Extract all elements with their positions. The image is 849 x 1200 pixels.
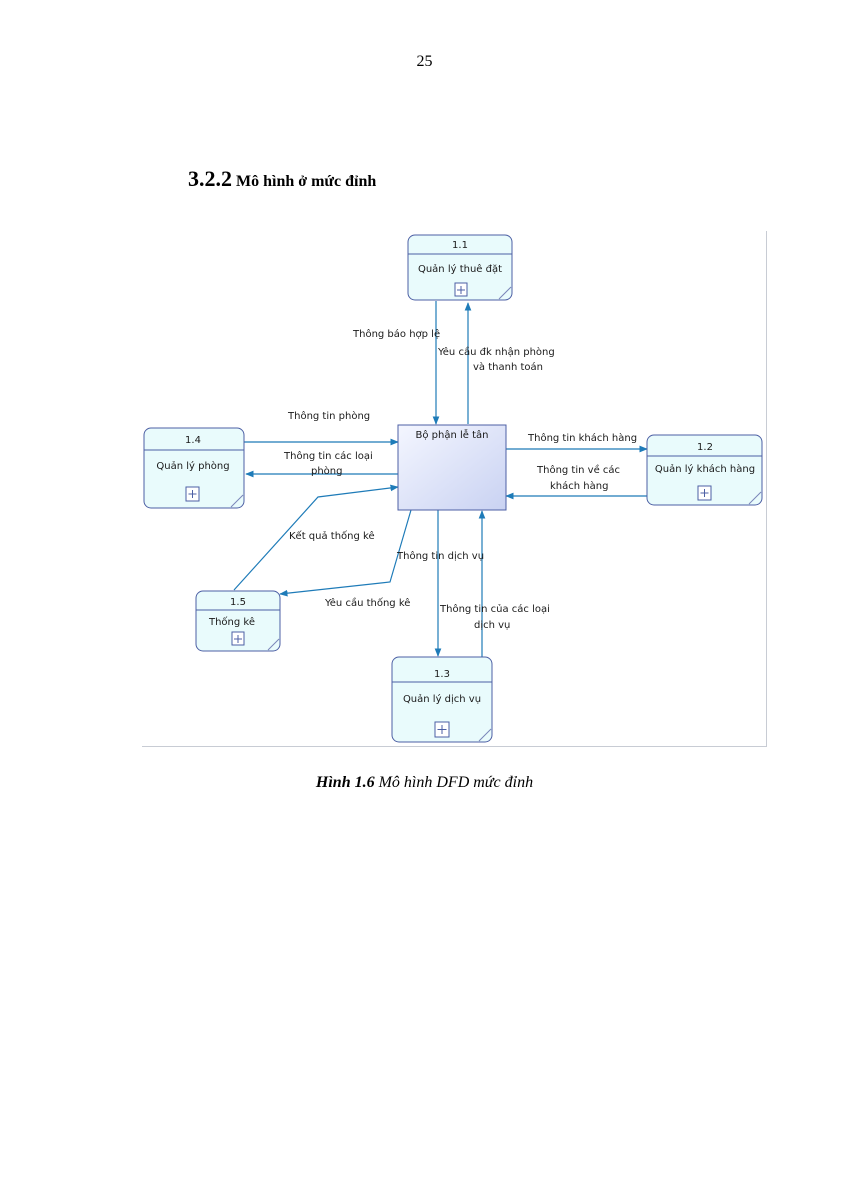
process-name: Quản lý khách hàng: [655, 463, 755, 475]
process-id: 1.5: [230, 597, 246, 608]
label-thong-tin-khach-hang: Thông tin khách hàng: [527, 432, 637, 444]
process-id: 1.4: [185, 435, 201, 446]
caption-label: Hình 1.6: [315, 774, 375, 791]
process-box: [143, 427, 245, 509]
flow-ket-qua-thong-ke: [233, 484, 399, 591]
label-thong-tin-cac-loai-line2: phòng: [311, 465, 343, 477]
process-1-1: 1.1 Quản lý thuê đặt: [407, 234, 513, 301]
process-1-2: 1.2 Quản lý khách hàng: [646, 434, 763, 506]
entity-box: [397, 424, 507, 511]
label-thong-bao-hop-le: Thông báo hợp lệ: [352, 328, 440, 340]
entity-label: Bộ phận lễ tân: [416, 428, 489, 441]
data-flows: [233, 301, 648, 657]
label-thong-tin-ve-cac-line2: khách hàng: [550, 480, 608, 492]
label-thong-tin-ve-cac-line1: Thông tin về các: [536, 464, 620, 476]
process-1-5: 1.5 Thống kê: [195, 590, 281, 652]
flow-labels: Thông báo hợp lệ Yêu cầu đk nhận phòng v…: [283, 328, 637, 631]
section-heading: 3.2.2 Mô hình ở mức đỉnh: [188, 166, 376, 192]
process-1-3: 1.3 Quản lý dịch vụ: [391, 656, 493, 743]
section-number: 3.2.2: [188, 166, 232, 191]
page-number: 25: [416, 53, 433, 70]
label-ket-qua-thong-ke: Kết quả thống kê: [289, 530, 375, 542]
figure-caption: Hình 1.6 Mô hình DFD mức đỉnh: [0, 774, 849, 792]
flow-yeu-cau-thong-ke: [279, 509, 412, 597]
process-1-4: 1.4 Quản lý phòng: [143, 427, 245, 509]
label-yeu-cau-dk-line1: Yêu cầu đk nhận phòng: [437, 346, 555, 358]
label-thong-tin-cua-line1: Thông tin của các loại: [439, 603, 550, 615]
process-id: 1.2: [697, 442, 713, 453]
process-box: [195, 590, 281, 652]
external-entity: Bộ phận lễ tân: [397, 424, 507, 511]
section-title: Mô hình ở mức đỉnh: [236, 173, 377, 190]
process-id: 1.3: [434, 669, 450, 680]
process-name: Quản lý dịch vụ: [403, 693, 481, 705]
process-box: [407, 234, 513, 301]
label-thong-tin-phong: Thông tin phòng: [287, 410, 370, 422]
process-name: Quản lý phòng: [156, 460, 229, 472]
process-box: [646, 434, 763, 506]
process-id: 1.1: [452, 240, 468, 251]
label-yeu-cau-dk-line2: và thanh toán: [473, 361, 543, 373]
label-thong-tin-cua-line2: dịch vụ: [474, 620, 510, 631]
process-name: Thống kê: [208, 616, 255, 628]
process-box: [391, 656, 493, 743]
label-thong-tin-cac-loai-line1: Thông tin các loại: [283, 450, 373, 462]
process-name: Quản lý thuê đặt: [418, 263, 502, 275]
label-yeu-cau-thong-ke: Yêu cầu thống kê: [324, 597, 410, 609]
caption-text: Mô hình DFD mức đỉnh: [374, 774, 534, 791]
label-thong-tin-dich-vu: Thông tin dịch vụ: [396, 550, 484, 562]
diagram-frame: [142, 231, 767, 747]
